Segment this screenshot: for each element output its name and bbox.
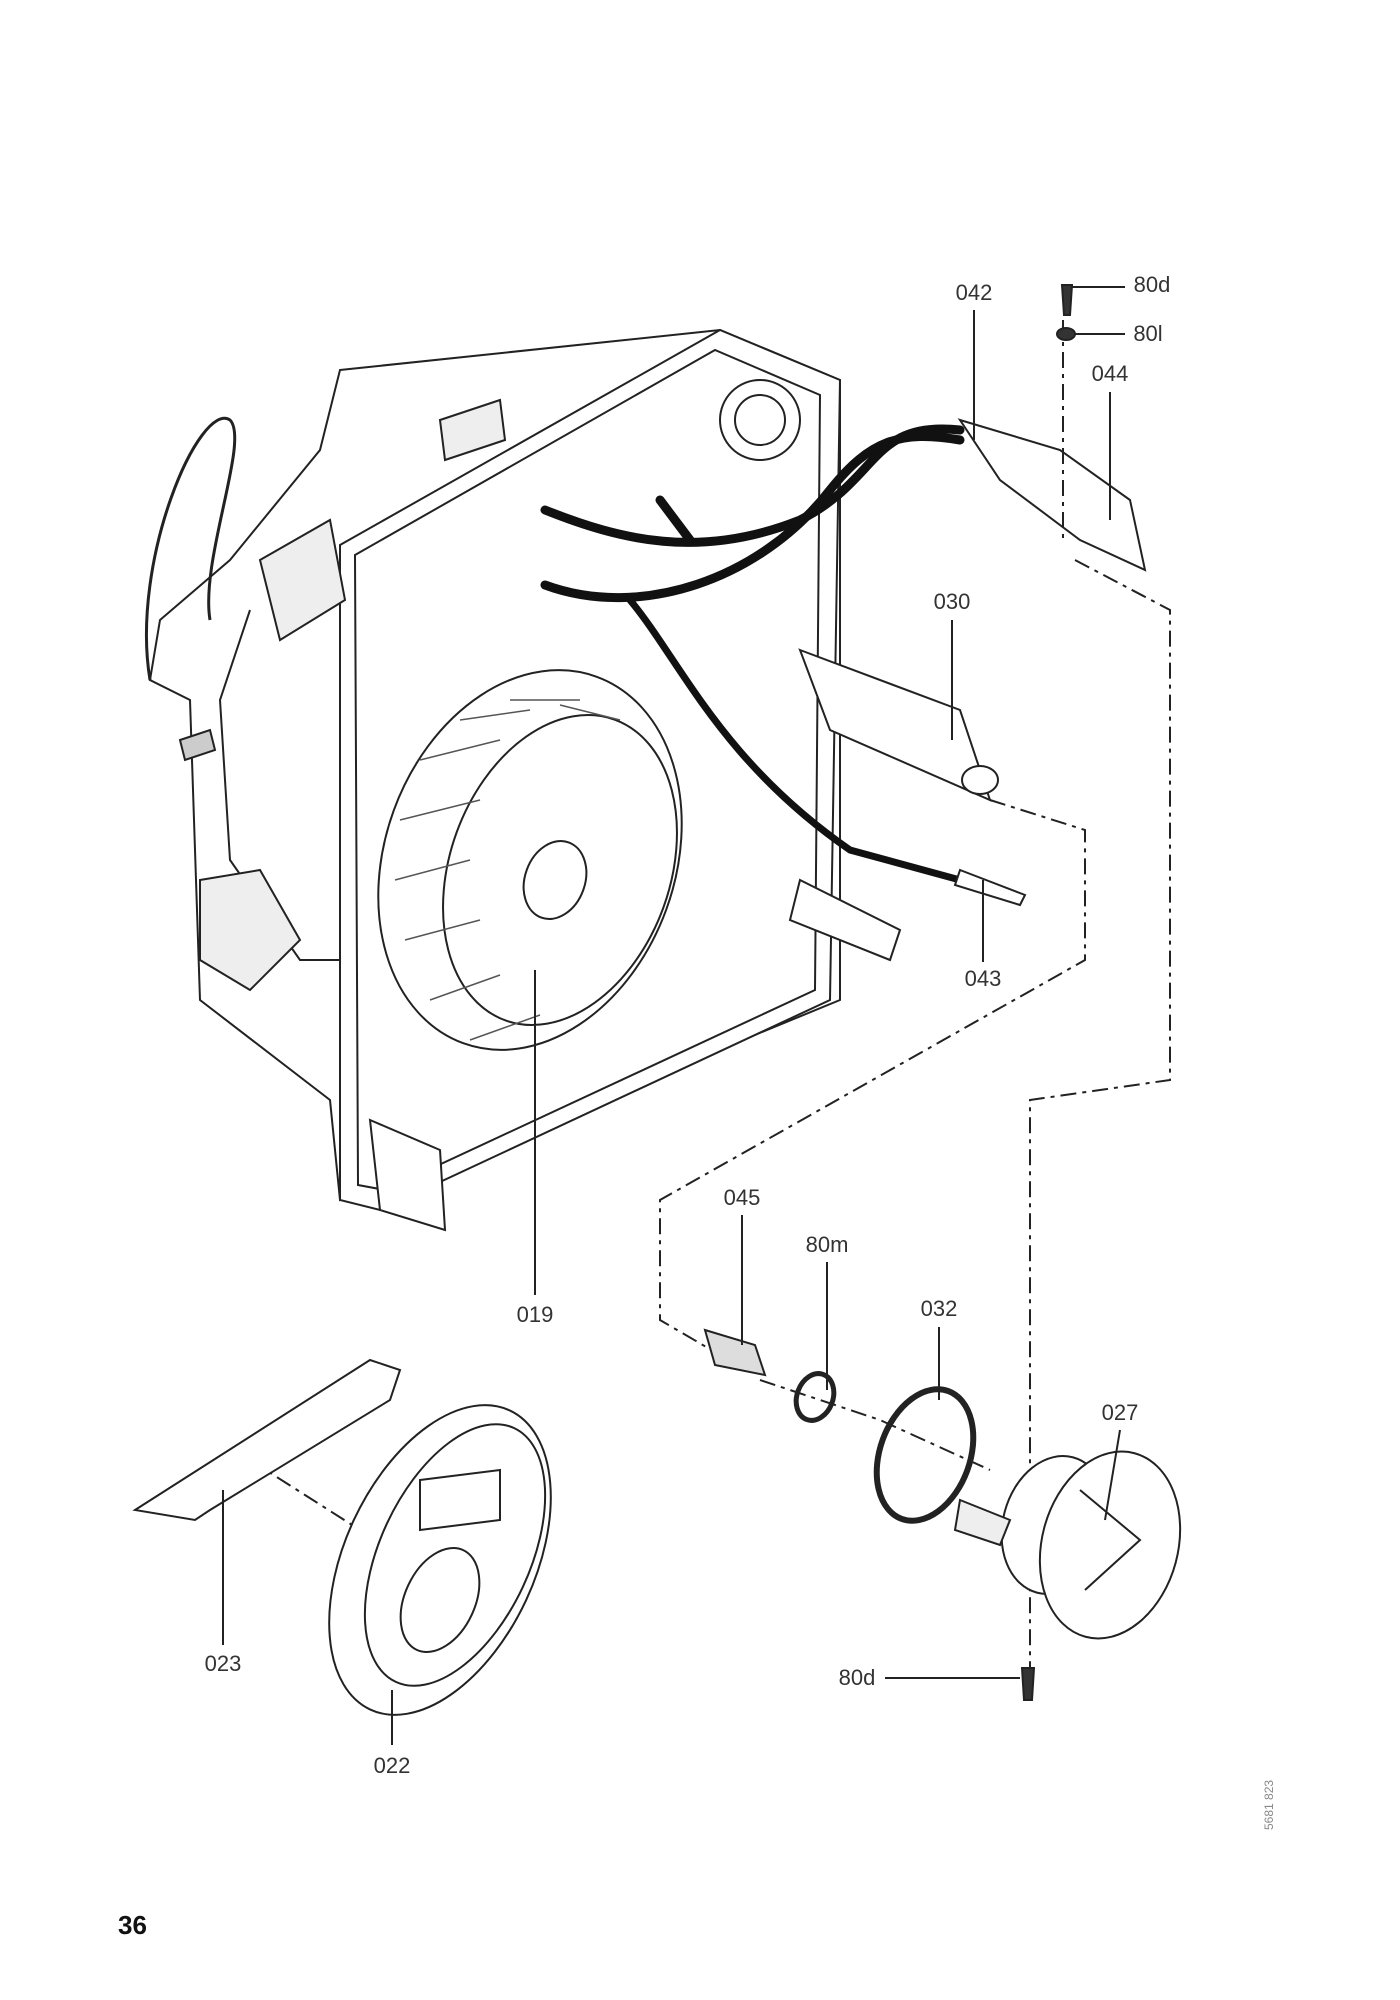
callout-019: 019 bbox=[516, 1302, 554, 1327]
callout-80m: 80m bbox=[805, 1232, 849, 1257]
screw-80d-top bbox=[1060, 284, 1074, 316]
gasket-032 bbox=[873, 1386, 977, 1524]
callout-80d-top: 80d bbox=[1133, 272, 1171, 297]
bracket-023 bbox=[132, 1358, 402, 1522]
callout-leaders bbox=[222, 286, 1125, 1745]
drawing-code: 5681 823 bbox=[1262, 1779, 1276, 1830]
assembly-guide-lines bbox=[249, 320, 1171, 1700]
page-number: 36 bbox=[118, 1910, 147, 1940]
callout-80d-bottom: 80d bbox=[838, 1665, 876, 1690]
callout-044: 044 bbox=[1091, 361, 1129, 386]
callout-045: 045 bbox=[723, 1185, 761, 1210]
burner-head-027 bbox=[953, 1450, 1182, 1640]
electrode-043 bbox=[953, 868, 1027, 907]
washer-80l bbox=[1056, 327, 1076, 341]
electrode-bracket bbox=[957, 418, 1147, 572]
air-intake-cover-022 bbox=[328, 1404, 552, 1716]
callout-032: 032 bbox=[920, 1296, 958, 1321]
callout-042: 042 bbox=[955, 280, 993, 305]
callout-80l: 80l bbox=[1133, 321, 1163, 346]
callout-030: 030 bbox=[933, 589, 971, 614]
o-ring-80m bbox=[793, 1371, 837, 1423]
ignition-cables bbox=[540, 424, 965, 884]
fan-wheel bbox=[377, 669, 683, 1051]
callout-023: 023 bbox=[204, 1651, 242, 1676]
callout-043: 043 bbox=[964, 966, 1002, 991]
part-045 bbox=[703, 1328, 767, 1377]
screw-80d-bottom bbox=[1020, 1667, 1036, 1701]
callout-027: 027 bbox=[1101, 1400, 1139, 1425]
callout-022: 022 bbox=[373, 1753, 411, 1778]
